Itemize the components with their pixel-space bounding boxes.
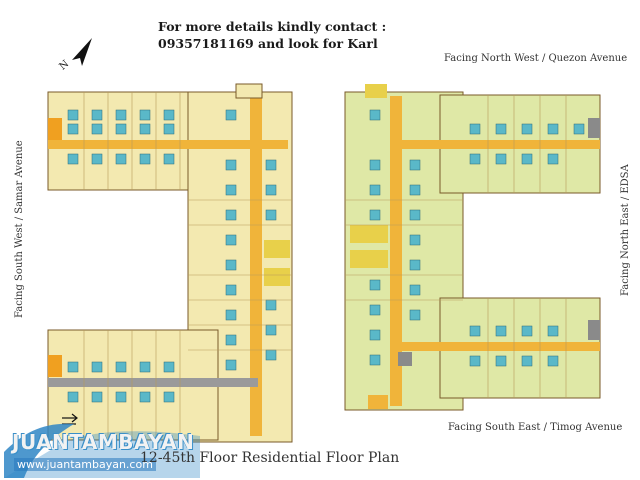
facing-south-west-label: Facing South West / Samar Avenue bbox=[14, 140, 25, 318]
left-bottom-units bbox=[67, 361, 175, 403]
plan-title: 12-45th Floor Residential Floor Plan bbox=[140, 450, 400, 466]
facing-south-east-label: Facing South East / Timog Avenue bbox=[448, 422, 623, 433]
contact-line-2: 09357181169 and look for Karl bbox=[158, 36, 378, 51]
unit-partitions bbox=[83, 92, 567, 440]
facing-north-east-label: Facing North East / EDSA bbox=[620, 164, 631, 296]
watermark-brand: JUANTAMBAYAN bbox=[12, 430, 195, 454]
left-top-units bbox=[67, 109, 175, 165]
right-tower-units bbox=[369, 109, 585, 367]
facing-north-west-label: Facing North West / Quezon Avenue bbox=[444, 53, 628, 64]
left-tower bbox=[47, 83, 293, 443]
contact-line-1: For more details kindly contact : bbox=[158, 19, 387, 34]
watermark-url: www.juantambayan.com bbox=[14, 458, 156, 471]
north-arrow-icon bbox=[72, 38, 92, 66]
right-tower bbox=[344, 84, 601, 411]
contact-info: For more details kindly contact : 093571… bbox=[158, 18, 418, 52]
